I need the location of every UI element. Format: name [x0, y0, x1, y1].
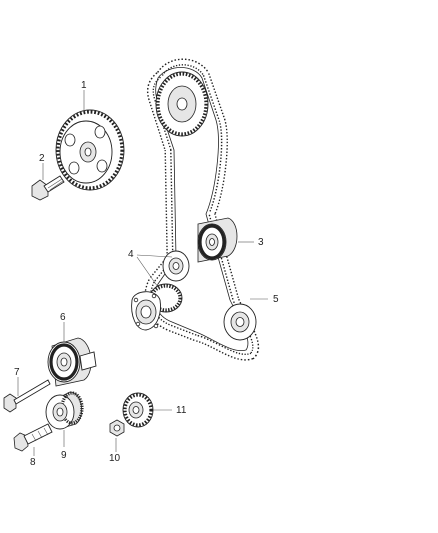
callout-10: 10	[109, 453, 121, 464]
callout-3: 3	[258, 237, 264, 248]
water-pump-assembly	[131, 283, 183, 331]
camshaft-sprocket-part-1	[55, 109, 125, 191]
callout-5: 5	[273, 294, 279, 305]
idler-pulley-part-4	[162, 250, 190, 282]
belt-tensioner-part-3	[197, 217, 238, 263]
crankshaft-sprocket	[223, 303, 257, 341]
upper-camshaft-sprocket	[155, 71, 209, 137]
callouts: 1 2 3 4 5 6 7 8 9 10 11	[14, 80, 279, 468]
bolt-part-8	[13, 423, 53, 452]
callout-2: 2	[39, 153, 45, 164]
callout-9: 9	[61, 450, 67, 461]
idler-pulley-part-9	[45, 391, 84, 430]
callout-4: 4	[128, 249, 134, 260]
callout-11: 11	[176, 405, 187, 416]
nut-part-10	[109, 419, 125, 437]
callout-6: 6	[60, 312, 66, 323]
sprocket-part-11	[122, 392, 154, 428]
leader-lines	[17, 90, 268, 456]
timing-belt	[144, 58, 260, 361]
sprocket-bolt-part-2	[31, 175, 65, 201]
callout-1: 1	[81, 80, 87, 91]
callout-7: 7	[14, 367, 20, 378]
long-bolt-part-7	[3, 379, 51, 413]
callout-8: 8	[30, 457, 36, 468]
tensioner-part-6	[47, 337, 97, 387]
